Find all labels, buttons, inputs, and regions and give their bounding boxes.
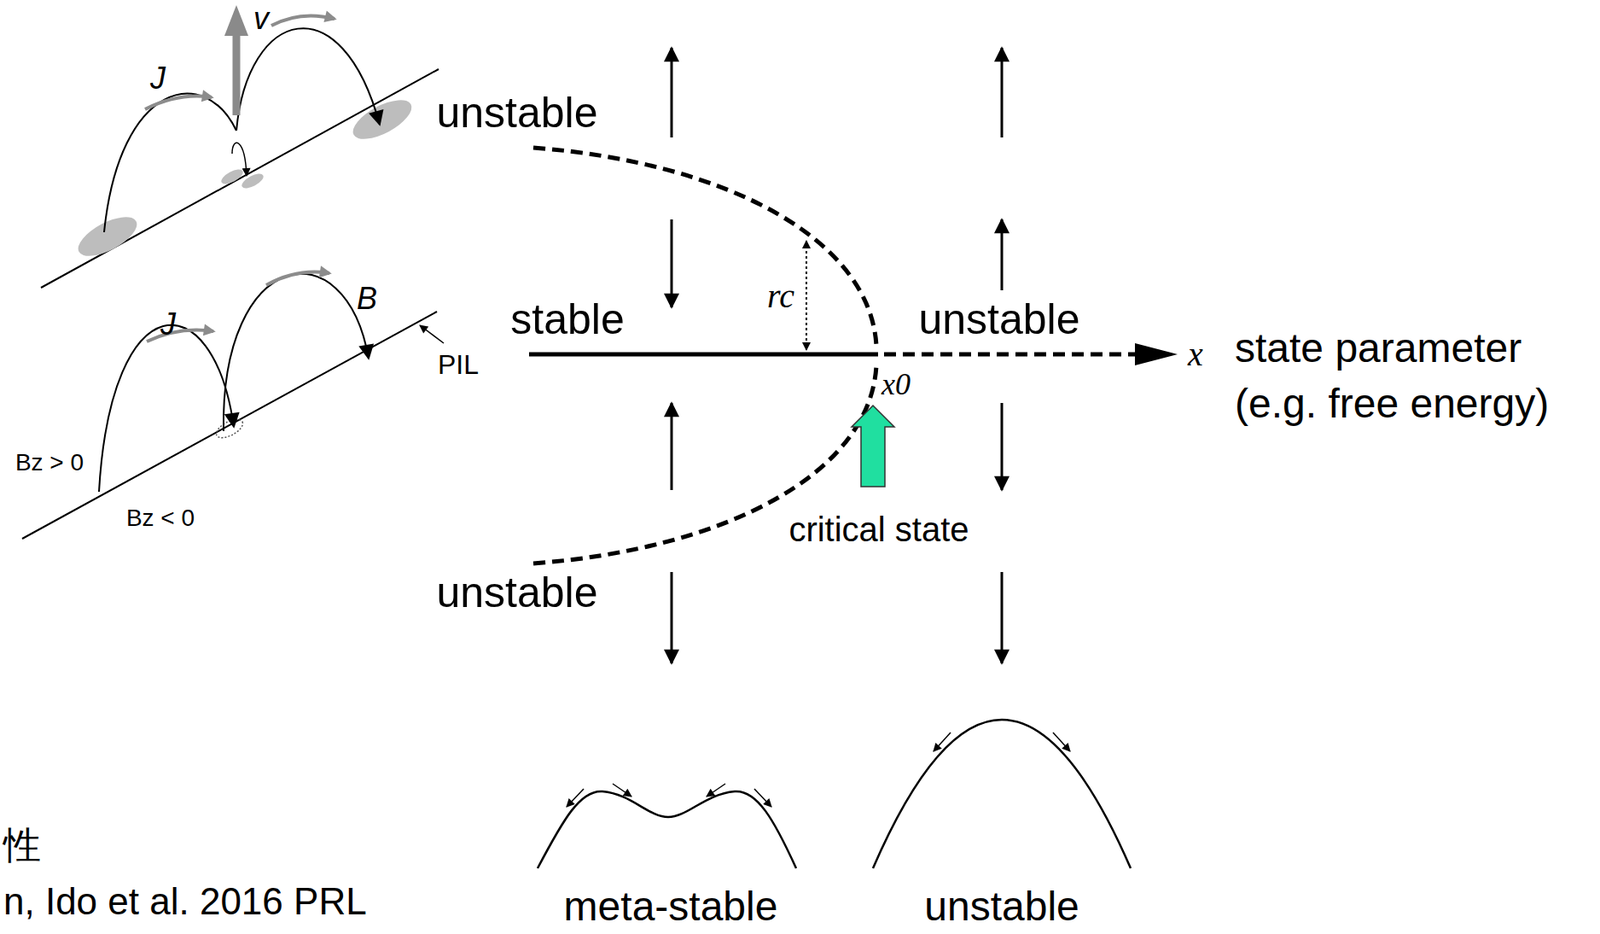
branch-label: unstable	[436, 91, 598, 134]
footpoint	[239, 170, 266, 192]
small-arrow	[933, 732, 951, 751]
footpoint	[72, 209, 143, 264]
flow-arrow	[1000, 47, 1004, 138]
current-arrow	[146, 330, 214, 343]
axis-title: state parameter (e.g. free energy)	[1234, 320, 1581, 432]
loop-illustration-top	[40, 5, 439, 288]
flow-arrow	[1000, 219, 1004, 291]
pil-label: PIL	[437, 350, 479, 379]
field-symbol: B	[356, 283, 378, 315]
polarity-line	[22, 311, 437, 539]
polarity-label: Bz < 0	[126, 506, 195, 530]
critical-state-arrow	[851, 405, 895, 487]
flow-arrow	[1000, 571, 1004, 664]
potential-label: meta-stable	[564, 885, 779, 927]
small-loop	[232, 142, 247, 176]
potential-curves	[537, 719, 1131, 868]
current-arrow	[145, 96, 212, 110]
flow-arrow	[670, 571, 674, 664]
citation: n, Ido et al. 2016 PRL	[3, 882, 367, 920]
stable-branch	[529, 352, 879, 357]
unstable-potential	[872, 719, 1131, 868]
field-loop	[98, 325, 234, 492]
flow-arrow	[670, 402, 674, 490]
current-arrow	[271, 15, 335, 26]
radius-arrow	[805, 240, 808, 350]
small-arrow	[754, 788, 772, 807]
flow-arrow	[1000, 402, 1004, 490]
small-arrow	[1053, 732, 1071, 751]
branch-label: stable	[510, 297, 624, 341]
footpoint	[219, 166, 245, 187]
axis-symbol: x	[1187, 337, 1204, 372]
dotted-footpoint	[213, 415, 246, 442]
field-loop	[236, 28, 380, 131]
flow-arrow	[670, 47, 674, 138]
velocity-arrowhead	[224, 5, 249, 36]
axis-arrowhead	[1134, 343, 1178, 366]
cut-caption: 性	[3, 826, 41, 864]
footpoint	[347, 92, 418, 147]
field-loop	[223, 273, 369, 431]
branch-label: unstable	[436, 570, 598, 614]
small-arrow	[612, 783, 632, 797]
leader-line	[419, 325, 444, 344]
bifurcation-diagram	[529, 47, 1178, 664]
critical-state-label: critical state	[788, 512, 969, 547]
critical-point-symbol: x0	[881, 368, 911, 400]
branch-label: unstable	[918, 297, 1080, 341]
small-arrow	[706, 783, 726, 797]
metastable-potential	[537, 791, 797, 868]
velocity-arrow	[232, 34, 241, 116]
current-arrow	[266, 272, 330, 286]
unstable-branch	[884, 352, 1139, 357]
velocity-symbol: v	[253, 3, 269, 35]
potential-label: unstable	[924, 885, 1079, 927]
field-loop	[104, 93, 237, 233]
small-arrow	[566, 788, 584, 807]
loop-illustration-bottom	[22, 272, 444, 539]
flow-arrow	[670, 219, 674, 308]
radius-symbol: rc	[767, 279, 795, 314]
current-symbol: J	[160, 308, 176, 340]
current-symbol: J	[150, 63, 166, 94]
polarity-label: Bz > 0	[15, 450, 84, 475]
